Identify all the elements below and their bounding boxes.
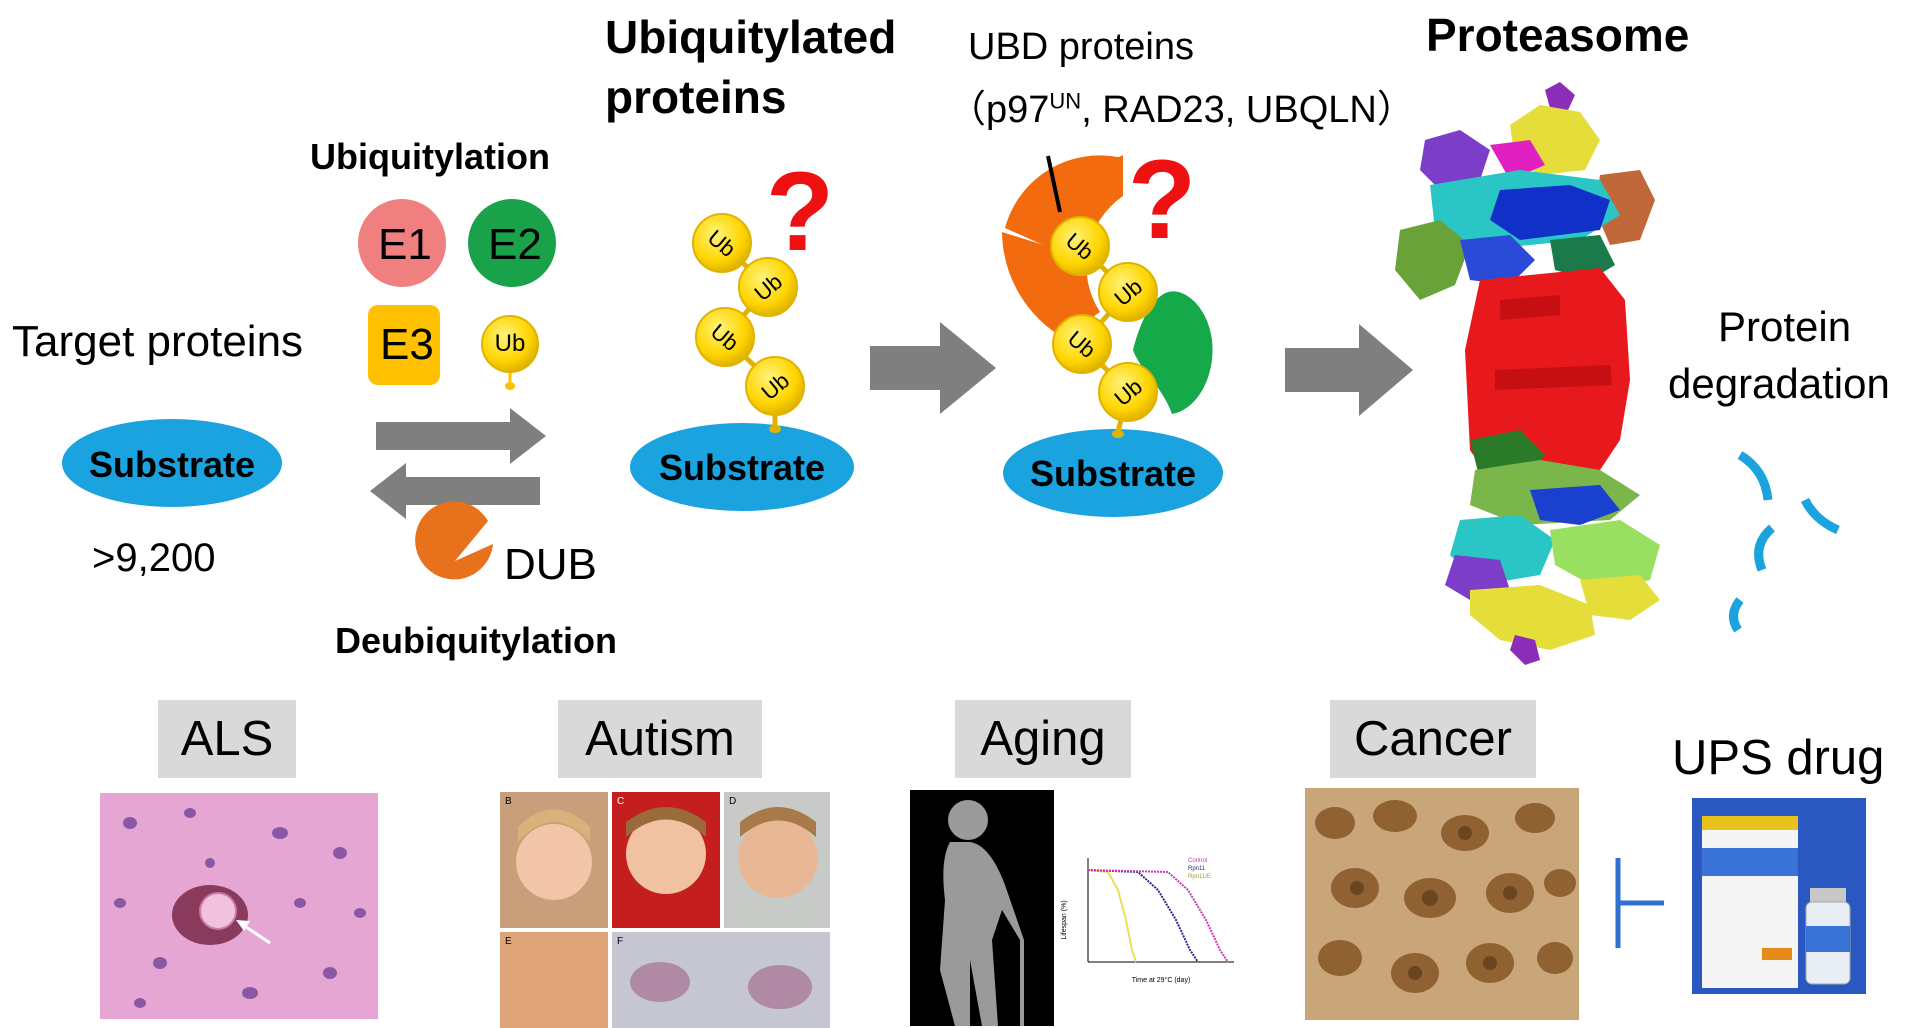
aging-chart-xlabel: Time at 29°C (day) [1132, 976, 1191, 984]
cancer-label: Cancer [1330, 700, 1536, 778]
svg-text:D: D [729, 796, 736, 807]
ups-drug-image [1692, 798, 1866, 994]
ubd-pointer-line [1046, 155, 1062, 213]
arrow-to-proteasome [1285, 324, 1413, 416]
svg-text:E: E [505, 936, 512, 947]
dub-label: DUB [504, 540, 597, 589]
aging-chart-ylabel: Lifespan (%) [1061, 900, 1068, 939]
deubiquitylation-label: Deubiquitylation [335, 620, 617, 661]
ubd-green-shape [1133, 291, 1213, 414]
substrate-label-ubd: Substrate [1029, 453, 1197, 494]
e3-box [368, 305, 440, 385]
ub-chain-middle: Ub Ub Ub Ub [692, 213, 805, 433]
substrate-ellipse-left [62, 419, 282, 507]
dub-pacman-icon [415, 501, 493, 580]
proteasome-structure [1395, 82, 1660, 665]
svg-text:F: F [617, 936, 623, 947]
als-histology-image [100, 793, 378, 1019]
reverse-arrow [370, 463, 540, 519]
forward-arrow [376, 408, 546, 464]
proteasome-title: Proteasome [1426, 9, 1690, 61]
arrow-to-ubd [870, 322, 996, 414]
e1-circle [358, 199, 446, 287]
e3-label: E3 [380, 320, 434, 369]
degradation-fragments [1729, 451, 1840, 633]
substrate-label-middle: Substrate [658, 447, 826, 488]
aging-silhouette-image [910, 790, 1054, 1026]
ub-small-icon [481, 315, 539, 373]
ubiquitylated-title-line2: proteins [605, 71, 787, 123]
e2-label: E2 [488, 220, 542, 269]
substrate-ellipse-middle [630, 423, 854, 511]
degradation-label-line1: Protein [1718, 303, 1852, 350]
aging-label: Aging [955, 700, 1131, 778]
aging-chart-legend-1: Rpn11 [1188, 866, 1206, 872]
target-proteins-label: Target proteins [12, 317, 304, 366]
cancer-histology-image [1305, 788, 1579, 1020]
autism-photos-image: B C D E F [500, 792, 830, 1028]
e2-circle [468, 199, 556, 287]
svg-text:B: B [505, 796, 512, 807]
inhibition-symbol [1615, 858, 1664, 948]
question-mark-ubd: ? [1128, 137, 1196, 262]
ubiquitylated-title-line1: Ubiquitylated [605, 11, 897, 63]
ub-small-label: Ub [494, 330, 526, 357]
ubiquitylation-label: Ubiquitylation [310, 136, 550, 177]
autism-label: Autism [558, 700, 762, 778]
ups-drug-label: UPS drug [1672, 731, 1885, 785]
ub-chain-ubd: Ub Ub Ub Ub [1050, 216, 1158, 438]
e1-label: E1 [378, 220, 432, 269]
degradation-label-line2: degradation [1668, 360, 1890, 407]
question-mark-middle: ? [766, 149, 834, 274]
target-count: >9,200 [92, 536, 216, 580]
substrate-label-left: Substrate [88, 444, 256, 485]
aging-chart-legend-0: Control [1188, 858, 1207, 864]
aging-lifespan-chart: Lifespan (%) Time at 29°C (day) Control … [1058, 850, 1238, 990]
substrate-ellipse-ubd [1003, 429, 1223, 517]
ubd-title-line2: （p97UN, RAD23, UBQLN） [948, 88, 1415, 131]
als-label: ALS [158, 700, 296, 778]
svg-text:C: C [617, 796, 624, 807]
aging-chart-legend-2: Rpn11/E [1188, 874, 1211, 880]
ubd-title-line1: UBD proteins [968, 26, 1194, 68]
